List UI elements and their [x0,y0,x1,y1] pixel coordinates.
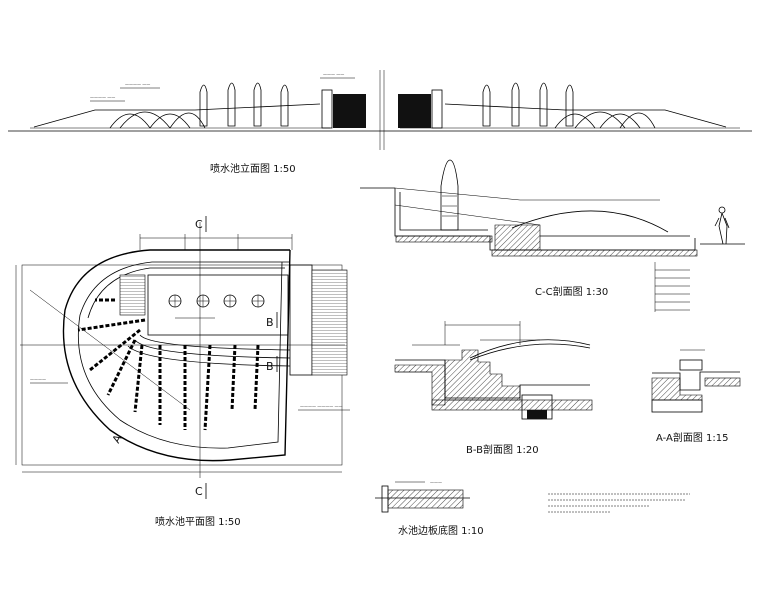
section-aa-view: A-A剖面图 1:15 [651,349,741,444]
section-bb-view: B-B剖面图 1:20 [394,321,593,456]
section-mark-b-upper: B [266,316,274,329]
section-bb-title: B-B剖面图 1:20 [466,443,539,456]
svg-text:———— ——: ———— —— [90,95,115,100]
svg-text:——— ——: ——— —— [323,72,344,77]
section-cc-title: C-C剖面图 1:30 [535,285,608,298]
notes-block [548,493,690,513]
svg-text:———— ———— ——: ———— ———— —— [300,404,343,409]
section-cc-view: C-C剖面图 1:30 [360,159,745,312]
section-aa-title: A-A剖面图 1:15 [656,431,729,444]
detail-title: 水池边板底图 1:10 [398,524,484,537]
detail-view: ——— 水池边板底图 1:10 [375,480,484,537]
tree-icon [440,159,459,231]
elevation-view: ———— —— ———— —— ——— —— 喷水池立面图 1:50 [8,70,752,175]
svg-text:————: ———— [30,377,46,382]
plan-view: ———— ———— —— ———— C C B B A 喷水池平面图 1:50 [15,216,350,528]
svg-text:———— ——: ———— —— [125,82,150,87]
section-mark-c-top: C [195,218,203,231]
tree-icon [482,82,574,127]
nozzle-icon [168,294,265,308]
elevation-title: 喷水池立面图 1:50 [210,162,296,175]
svg-text:———: ——— [430,480,442,485]
person-icon [714,206,730,245]
section-mark-c-bottom: C [195,485,203,498]
section-mark-b-lower: B [266,360,274,373]
tree-icon [199,82,289,127]
plan-title: 喷水池平面图 1:50 [155,515,241,528]
